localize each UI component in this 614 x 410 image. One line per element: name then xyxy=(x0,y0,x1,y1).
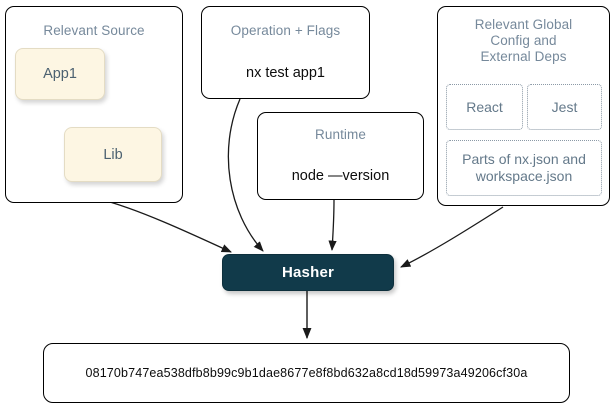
node-app1-label: App1 xyxy=(43,66,77,82)
group-runtime-title: Runtime xyxy=(315,127,366,142)
dep-nx-json[interactable]: Parts of nx.json and workspace.json xyxy=(446,140,602,196)
node-lib[interactable]: Lib xyxy=(64,127,162,182)
dep-react[interactable]: React xyxy=(446,84,523,130)
runtime-command: node —version xyxy=(291,168,390,184)
group-global-config-title-line-3: External Deps xyxy=(480,49,567,64)
dep-jest[interactable]: Jest xyxy=(527,84,602,130)
hasher-node[interactable]: Hasher xyxy=(222,254,394,291)
node-app1[interactable]: App1 xyxy=(15,48,105,100)
node-lib-label: Lib xyxy=(103,146,123,163)
hasher-label: Hasher xyxy=(281,264,335,281)
hash-output-value: 08170b747ea538dfb8b99c9b1dae8677e8f8bd63… xyxy=(85,366,528,380)
group-global-config-title-line-1: Relevant Global xyxy=(474,17,573,32)
edge-runtime-to-hasher xyxy=(328,199,337,252)
operation-command: nx test app1 xyxy=(246,65,325,81)
group-relevant-source-title: Relevant Source xyxy=(43,23,145,38)
group-operation-flags-title: Operation + Flags xyxy=(230,23,341,38)
group-operation-flags[interactable]: Operation + Flags nx test app1 xyxy=(201,6,370,99)
hash-output-box[interactable]: 08170b747ea538dfb8b99c9b1dae8677e8f8bd63… xyxy=(43,343,570,403)
edge-relevant-source-to-hasher xyxy=(109,201,232,253)
dep-nx-json-label: Parts of nx.json and workspace.json xyxy=(462,151,586,184)
dep-react-label: React xyxy=(466,98,503,115)
dep-jest-label: Jest xyxy=(551,98,578,115)
edge-global-config-to-hasher xyxy=(400,206,504,268)
group-runtime[interactable]: Runtime node —version xyxy=(257,112,424,200)
group-global-config-title-line-2: Config and xyxy=(490,33,557,48)
